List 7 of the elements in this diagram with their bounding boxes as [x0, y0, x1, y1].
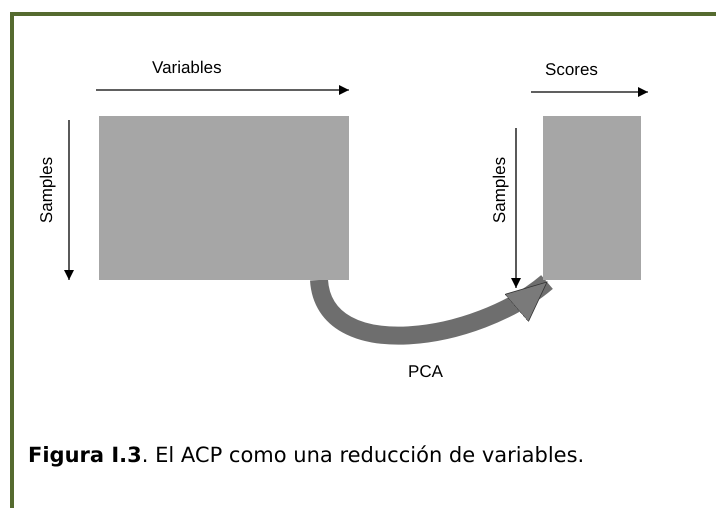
axis-label: Variables — [152, 58, 222, 78]
axis-label: Samples — [490, 156, 510, 224]
data-matrix-block — [99, 116, 349, 280]
figure-caption: Figura I.3. El ACP como una reducción de variables. — [28, 443, 584, 467]
axis-label: Scores — [545, 60, 598, 80]
data-matrix-block — [543, 116, 641, 280]
axis-label: Samples — [37, 156, 58, 224]
